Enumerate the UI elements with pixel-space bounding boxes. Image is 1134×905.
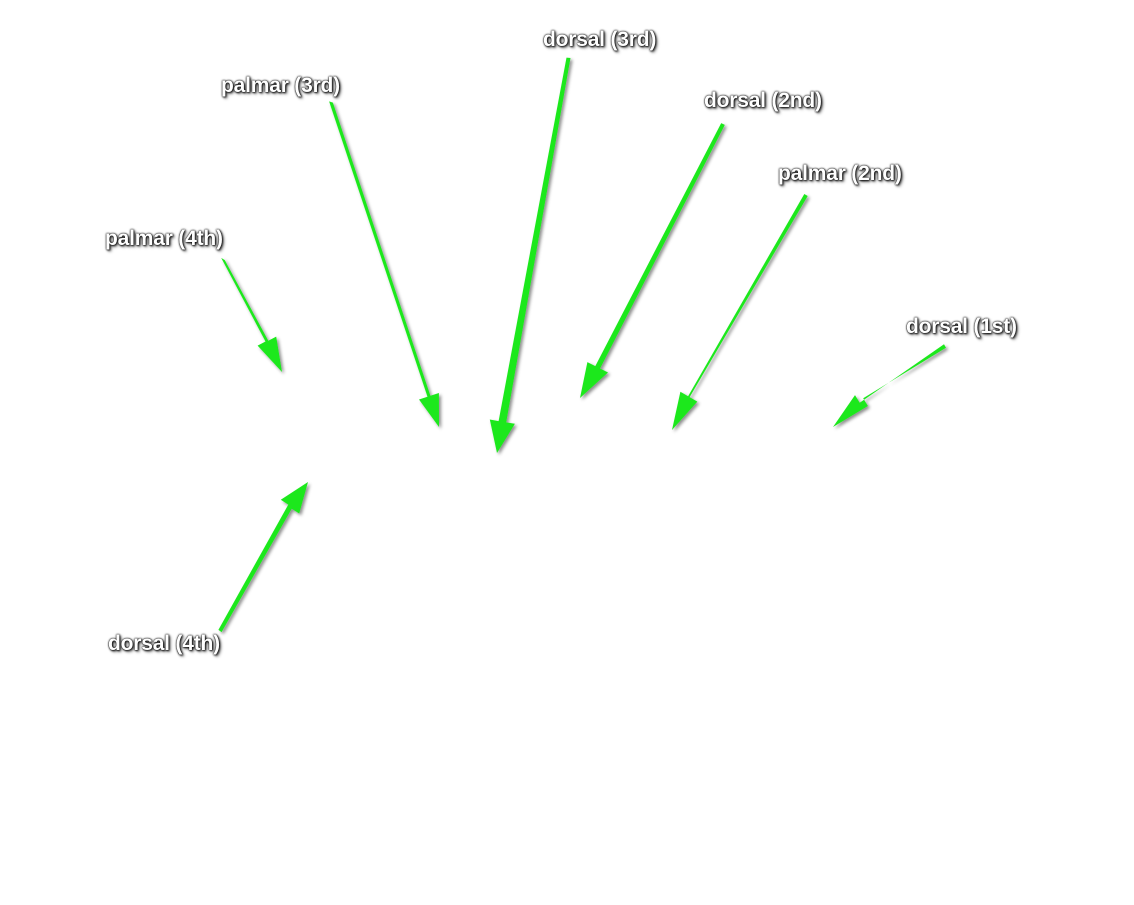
label-dorsal-3rd: dorsal (3rd) (543, 28, 657, 51)
label-dorsal-4th: dorsal (4th) (108, 632, 220, 655)
arrow-dorsal-1st (833, 344, 946, 427)
arrow-dorsal-3rd (489, 57, 571, 453)
arrow-palmar-4th (221, 257, 282, 372)
label-palmar-4th: palmar (4th) (105, 227, 223, 250)
arrow-dorsal-4th (218, 482, 308, 633)
label-palmar-2nd: palmar (2nd) (778, 162, 902, 185)
arrow-dorsal-2nd (580, 123, 725, 398)
label-palmar-3rd: palmar (3rd) (221, 74, 340, 97)
label-dorsal-1st: dorsal (1st) (906, 315, 1017, 338)
arrow-palmar-2nd (672, 194, 808, 430)
label-dorsal-2nd: dorsal (2nd) (704, 89, 822, 112)
arrow-palmar-3rd (329, 101, 439, 428)
